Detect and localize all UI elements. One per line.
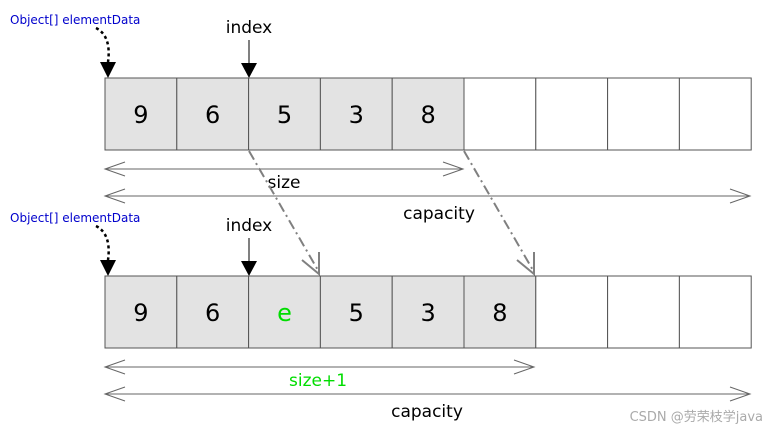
- top-array-cell: [607, 77, 680, 151]
- top-array-cell: [535, 77, 609, 151]
- bottom-array-cell: [535, 275, 609, 349]
- bottom-array-group: Object[] elementData index 9 6 e 5 3 8 size+1…: [10, 211, 752, 422]
- top-array-cell-value: 8: [420, 101, 435, 129]
- bottom-array-cell: [391, 275, 465, 349]
- bottom-capacity-label: capacity: [391, 402, 463, 422]
- shift-arrow-end: [463, 150, 535, 273]
- bottom-array-cell-value: 9: [133, 299, 148, 327]
- bottom-array-cell-value: e: [277, 299, 292, 327]
- bottom-array-cell: [607, 275, 680, 349]
- top-array-cell-value: 9: [133, 101, 148, 129]
- top-array-cell-value: 5: [277, 101, 292, 129]
- shift-arrows: [248, 150, 535, 277]
- bottom-pointer-curve: [95, 224, 110, 261]
- bottom-capacity-arrow: [103, 386, 752, 402]
- bottom-index-arrowhead: [241, 261, 257, 276]
- shift-arrow-index-head: [301, 252, 320, 277]
- bottom-array-cell-value: 5: [349, 299, 364, 327]
- bottom-array-cell: [319, 275, 393, 349]
- bottom-cells: 9 6 e 5 3 8: [104, 275, 752, 349]
- top-array-cell: [678, 77, 752, 151]
- top-pointer-curve: [95, 26, 110, 63]
- top-array-group: Object[] elementData index 9 6 5 3 8 size ca…: [10, 13, 752, 224]
- top-array-cell: [463, 77, 537, 151]
- top-array-cell-value: 3: [349, 101, 364, 129]
- top-index-arrowhead: [241, 63, 257, 78]
- bottom-size-arrow: [103, 359, 536, 375]
- top-pointer-label: Object[] elementData: [10, 13, 140, 27]
- bottom-pointer-arrowhead: [100, 260, 116, 276]
- top-array-cell-value: 6: [205, 101, 220, 129]
- bottom-array-cell: [463, 275, 537, 349]
- top-capacity-arrow: [103, 188, 752, 204]
- bottom-array-cell: [104, 275, 178, 349]
- watermark: CSDN @劳荣枝学java: [630, 409, 763, 425]
- bottom-index-label: index: [226, 216, 273, 236]
- top-pointer-arrowhead: [100, 62, 116, 78]
- top-capacity-label: capacity: [403, 204, 475, 224]
- bottom-array-cell-value: 8: [492, 299, 507, 327]
- top-cells: 9 6 5 3 8: [104, 77, 752, 151]
- bottom-size-label: size+1: [289, 371, 347, 391]
- bottom-array-cell: [678, 275, 752, 349]
- shift-arrow-end-head: [516, 252, 535, 277]
- bottom-array-cell-value: 6: [205, 299, 220, 327]
- top-size-label: size: [268, 173, 301, 193]
- bottom-pointer-label: Object[] elementData: [10, 211, 140, 225]
- top-array-cell: [248, 77, 321, 151]
- bottom-array-cell-value: 3: [420, 299, 435, 327]
- top-array-cell: [176, 77, 250, 151]
- shift-arrow-index: [248, 150, 320, 273]
- bottom-array-cell: [176, 275, 250, 349]
- top-size-arrow: [103, 161, 465, 177]
- top-index-label: index: [226, 18, 273, 38]
